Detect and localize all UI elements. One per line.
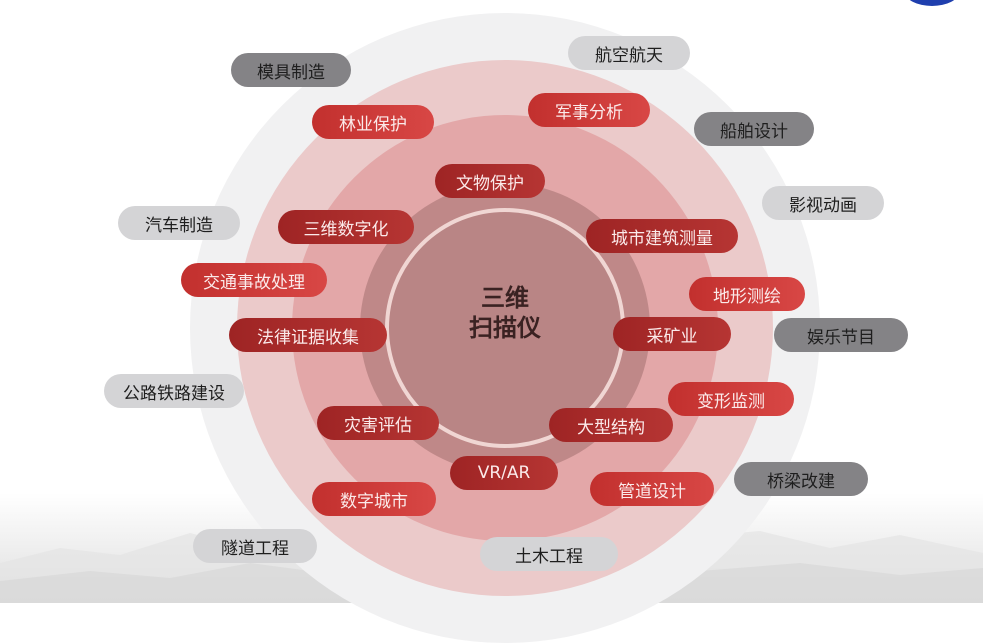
pill-urban-building-survey[interactable]: 城市建筑测量 xyxy=(586,219,738,253)
pill-pipeline-design[interactable]: 管道设计 xyxy=(590,472,714,506)
pill-large-structure[interactable]: 大型结构 xyxy=(549,408,673,442)
pill-deformation-monitoring[interactable]: 变形监测 xyxy=(668,382,794,416)
pill-automotive[interactable]: 汽车制造 xyxy=(118,206,240,240)
pill-ship-design[interactable]: 船舶设计 xyxy=(694,112,814,146)
pill-3d-digitization[interactable]: 三维数字化 xyxy=(278,210,414,244)
pill-tunnel-engineering[interactable]: 隧道工程 xyxy=(193,529,317,563)
pill-film-animation[interactable]: 影视动画 xyxy=(762,186,884,220)
pill-vr-ar[interactable]: VR/AR xyxy=(450,456,558,490)
pill-entertainment[interactable]: 娱乐节目 xyxy=(774,318,908,352)
pill-mold-manufacturing[interactable]: 模具制造 xyxy=(231,53,351,87)
pill-civil-engineering[interactable]: 土木工程 xyxy=(480,537,618,571)
center-title: 三维 扫描仪 xyxy=(445,283,565,343)
center-title-line2: 扫描仪 xyxy=(469,314,541,342)
logo-mark xyxy=(905,0,959,6)
pill-aerospace[interactable]: 航空航天 xyxy=(568,36,690,70)
pill-road-rail-construction[interactable]: 公路铁路建设 xyxy=(104,374,244,408)
pill-military-analysis[interactable]: 军事分析 xyxy=(528,93,650,127)
pill-cultural-relic[interactable]: 文物保护 xyxy=(435,164,545,198)
pill-topographic-mapping[interactable]: 地形测绘 xyxy=(689,277,805,311)
pill-bridge-renovation[interactable]: 桥梁改建 xyxy=(734,462,868,496)
pill-disaster-assessment[interactable]: 灾害评估 xyxy=(317,406,439,440)
pill-forestry[interactable]: 林业保护 xyxy=(312,105,434,139)
center-title-line1: 三维 xyxy=(481,284,529,312)
pill-legal-evidence[interactable]: 法律证据收集 xyxy=(229,318,387,352)
pill-mining[interactable]: 采矿业 xyxy=(613,317,731,351)
pill-digital-city[interactable]: 数字城市 xyxy=(312,482,436,516)
pill-traffic-accident[interactable]: 交通事故处理 xyxy=(181,263,327,297)
